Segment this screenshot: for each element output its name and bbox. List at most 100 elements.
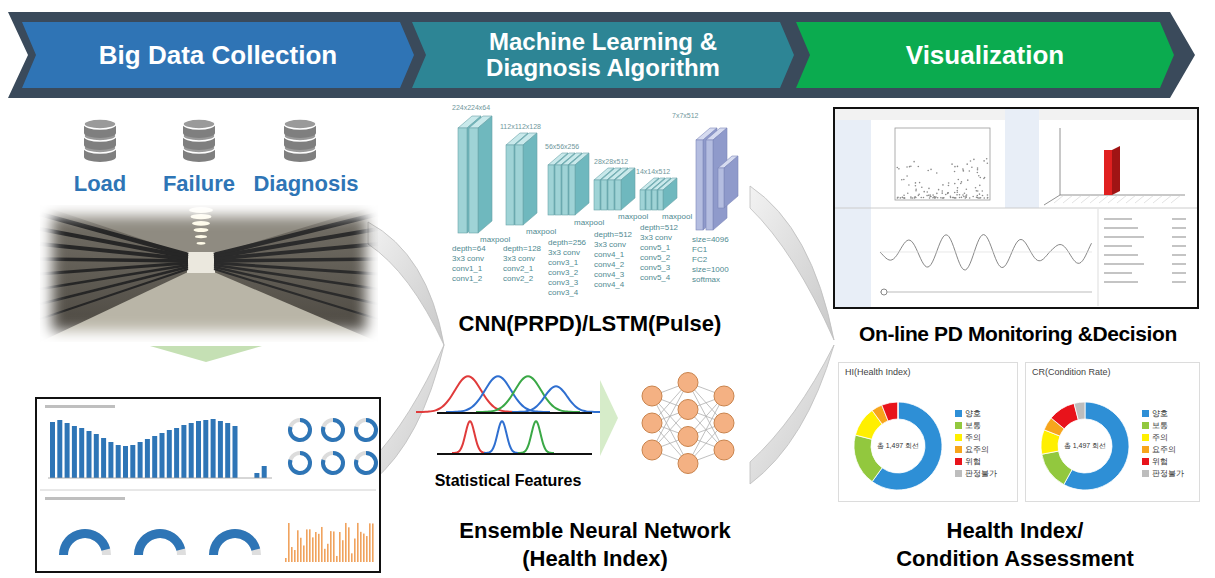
pd-dot xyxy=(930,169,932,171)
layer-label: 3x3 conv xyxy=(452,255,484,264)
label-holder: maxpool xyxy=(526,228,556,237)
header-chevron: Machine Learning & Diagnosis Algorithm xyxy=(412,22,794,88)
info-placeholder xyxy=(1172,245,1186,247)
layer-front xyxy=(555,165,561,215)
pd-dot xyxy=(959,194,961,196)
distribution-curve xyxy=(512,386,600,412)
bar xyxy=(94,434,99,478)
pd-dot xyxy=(975,187,977,189)
legend-item: 보통 xyxy=(1142,417,1168,433)
cable xyxy=(40,259,188,261)
mini-bar xyxy=(288,523,290,562)
chevron-fill xyxy=(412,22,794,88)
info-placeholder xyxy=(1172,272,1186,274)
ceiling-light xyxy=(197,242,206,245)
pd-dot xyxy=(906,175,908,177)
pd-dot xyxy=(954,183,956,185)
pd-dot xyxy=(902,196,904,198)
pd-dot xyxy=(897,197,899,199)
pd-dot xyxy=(902,197,904,199)
pd-dot xyxy=(941,192,943,194)
caption: CNN(PRPD)/LSTM(Pulse) xyxy=(459,312,722,336)
label-holder: depth=512 xyxy=(640,224,678,233)
flow-arrow xyxy=(372,345,444,482)
mini-bar xyxy=(300,538,302,562)
layer-label: maxpool xyxy=(574,219,604,228)
bar xyxy=(79,428,84,478)
pd-dot xyxy=(952,197,954,199)
pd-dot xyxy=(938,189,940,191)
legend-swatch xyxy=(1142,422,1149,429)
neuron xyxy=(678,454,698,474)
layer-front xyxy=(640,190,645,210)
bar xyxy=(72,426,77,478)
pd-dot xyxy=(903,179,905,181)
mini-bar xyxy=(345,523,347,562)
grid-line xyxy=(1171,195,1181,203)
pd-dot xyxy=(898,168,900,170)
layer-front xyxy=(706,140,713,230)
pd-dot xyxy=(987,197,989,199)
label-holder: Load xyxy=(74,172,127,196)
info-placeholder xyxy=(1104,236,1144,238)
pd-dot xyxy=(977,190,979,192)
pd-dot xyxy=(981,190,983,192)
screenshot-frame xyxy=(834,108,1198,308)
pd-dot xyxy=(914,197,916,199)
legend-text: 요주의 xyxy=(965,445,989,454)
gauge-track xyxy=(134,529,186,555)
mini-bar xyxy=(354,539,356,562)
grid-line xyxy=(880,252,1092,253)
pd-dot xyxy=(945,194,947,196)
label-holder: FC2 xyxy=(692,256,707,265)
cnn-illustration xyxy=(458,116,738,233)
axis xyxy=(1060,195,1185,196)
pd-dot xyxy=(979,197,981,199)
pd-dot xyxy=(904,197,906,199)
info-placeholder xyxy=(1104,227,1138,229)
layer-label: size=4096 xyxy=(692,236,729,245)
legend-text: 판정불가 xyxy=(1152,469,1184,478)
layer-label: softmax xyxy=(692,276,720,285)
mini-bar xyxy=(348,527,350,562)
layer-front xyxy=(646,190,651,210)
title-placeholder xyxy=(45,405,115,408)
caption: Statistical Features xyxy=(435,472,582,490)
label-holder: depth=512 xyxy=(594,231,632,240)
legend-item: 주의 xyxy=(955,429,981,445)
pd-dot xyxy=(947,193,949,195)
legend-text: 보통 xyxy=(1152,421,1168,430)
label-holder: 28x28x512 xyxy=(594,158,628,166)
layer-label: conv3_3 xyxy=(548,279,578,288)
pd-dot xyxy=(947,192,949,194)
pd-dot xyxy=(915,197,917,199)
mini-bar xyxy=(309,529,311,562)
bar xyxy=(203,420,208,478)
tunnel-ground xyxy=(40,205,378,342)
pd-dot xyxy=(915,188,917,190)
donut-chart xyxy=(1041,402,1129,490)
bar xyxy=(262,466,267,478)
bar xyxy=(174,428,179,478)
grid-line xyxy=(1108,195,1118,203)
ring-value xyxy=(288,418,312,442)
pd-dot xyxy=(943,197,945,199)
pd-dot xyxy=(910,197,912,199)
mini-bar xyxy=(294,550,296,562)
panel-heading: CR(Condition Rate) xyxy=(1032,367,1193,378)
neuron xyxy=(714,440,734,460)
label-holder: Statistical Features xyxy=(435,472,582,490)
layer-label: conv4_1 xyxy=(594,251,624,260)
pd-dot xyxy=(979,193,981,195)
mini-bar xyxy=(330,531,332,562)
pd-dot xyxy=(941,190,943,192)
bar xyxy=(145,439,150,478)
pd-dot xyxy=(932,197,934,199)
pd-dot xyxy=(963,170,965,172)
legend-text: 위험 xyxy=(1152,457,1168,466)
layer-label: conv3_4 xyxy=(548,289,578,298)
label-holder: 224x224x64 xyxy=(452,104,490,112)
pd-dot xyxy=(901,179,903,181)
flow-arrow xyxy=(750,345,834,484)
label-holder: size=4096 xyxy=(692,236,729,245)
